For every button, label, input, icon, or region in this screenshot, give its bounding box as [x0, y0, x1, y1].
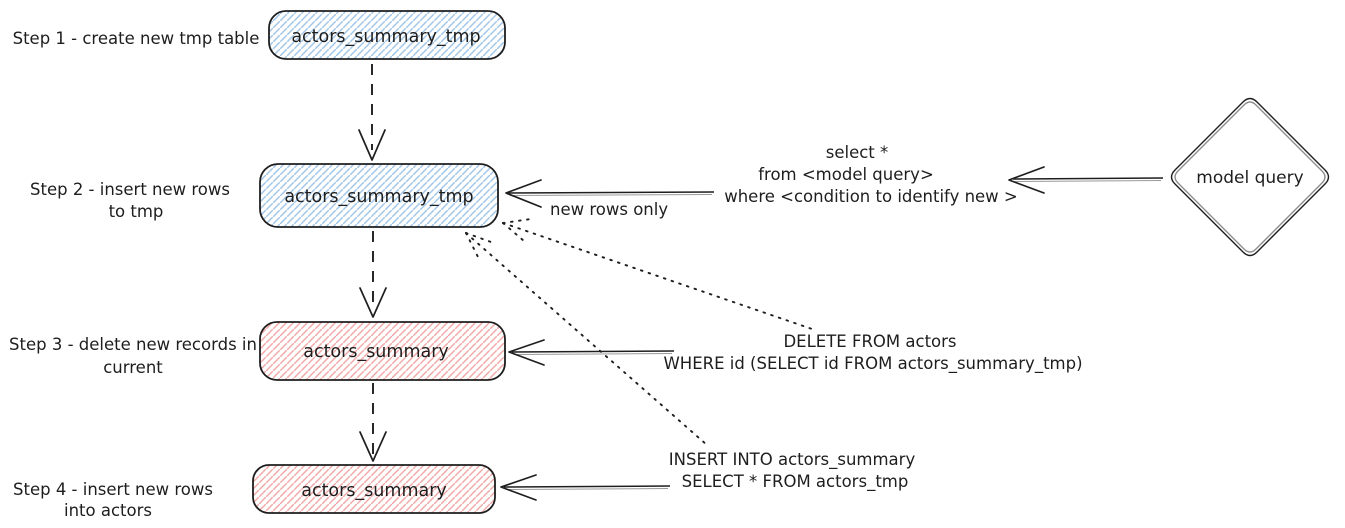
arrow-diamond-to-query — [1008, 166, 1164, 194]
select-query-line3: where <condition to identify new > — [724, 187, 1018, 206]
step3-label-line1: Step 3 - delete new records in — [9, 335, 257, 354]
step2-label-line2: to tmp — [109, 202, 164, 221]
step2-box: actors_summary_tmp — [259, 163, 499, 228]
arrow-step3-to-step4 — [359, 383, 387, 462]
step2-label-line1: Step 2 - insert new rows — [30, 180, 230, 199]
model-query-label: model query — [1196, 168, 1303, 188]
select-query-line2: from <model query> — [758, 165, 934, 184]
step4-label-line2: into actors — [64, 501, 152, 520]
dotted-arrow-insert-to-tmp — [465, 232, 708, 446]
step4-box: actors_summary — [252, 464, 496, 514]
select-query-annotation: select * from <model query> where <condi… — [724, 143, 1018, 206]
new-rows-only-label: new rows only — [550, 200, 668, 219]
arrow-query-to-step2 — [505, 179, 715, 208]
delete-query-annotation: DELETE FROM actors WHERE id (SELECT id F… — [663, 332, 1082, 374]
step2-box-label: actors_summary_tmp — [284, 187, 473, 207]
arrow-step2-to-step3 — [359, 231, 387, 318]
step1-box: actors_summary_tmp — [268, 10, 506, 60]
insert-query-line1: INSERT INTO actors_summary — [669, 450, 916, 470]
insert-query-annotation: INSERT INTO actors_summary SELECT * FROM… — [669, 450, 916, 492]
step3-label-line2: current — [103, 358, 163, 377]
insert-query-line2: SELECT * FROM actors_tmp — [682, 472, 909, 492]
step4-box-label: actors_summary — [301, 481, 447, 501]
dotted-arrow-delete-to-tmp — [502, 218, 813, 330]
step3-box: actors_summary — [259, 321, 506, 381]
arrow-delete-to-step3 — [508, 339, 675, 366]
arrow-step1-to-step2 — [358, 64, 386, 161]
delete-query-line2: WHERE id (SELECT id FROM actors_summary_… — [663, 354, 1082, 374]
delete-query-line1: DELETE FROM actors — [783, 332, 956, 351]
arrow-insert-to-step4 — [500, 474, 671, 501]
step4-label-line1: Step 4 - insert new rows — [13, 480, 213, 499]
step1-box-label: actors_summary_tmp — [291, 27, 480, 47]
select-query-line1: select * — [826, 143, 889, 162]
model-query-node: model query — [1170, 97, 1330, 257]
step3-box-label: actors_summary — [303, 342, 449, 362]
step1-label: Step 1 - create new tmp table — [13, 29, 260, 48]
